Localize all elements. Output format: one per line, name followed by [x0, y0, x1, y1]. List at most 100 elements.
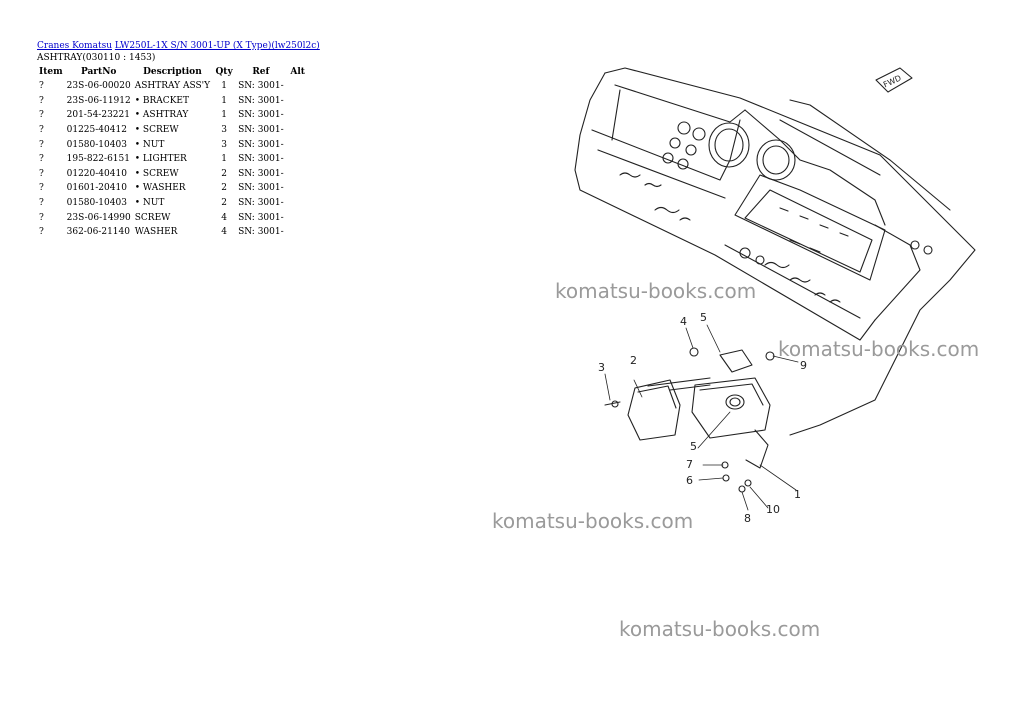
cell-item: ? — [39, 110, 44, 121]
table-row: ? 01225-40412 • SCREW 3 SN: 3001- — [37, 123, 310, 138]
cell-ref: SN: 3001- — [238, 139, 284, 150]
cell-item: ? — [39, 168, 44, 179]
table-row: ? 01220-40410 • SCREW 2 SN: 3001- — [37, 167, 310, 182]
cell-ref: SN: 3001- — [238, 110, 284, 121]
cell-ref: SN: 3001- — [238, 198, 284, 209]
cell-item: ? — [39, 139, 44, 150]
cell-description: • LIGHTER — [134, 154, 187, 165]
cell-qty: 2 — [221, 198, 227, 209]
table-header-row: Item PartNo Description Qty Ref Alt — [37, 65, 310, 79]
cell-item: ? — [39, 212, 44, 223]
watermark: komatsu-books.com — [492, 509, 694, 533]
cell-qty: 4 — [221, 227, 227, 238]
cell-partno: 362-06-21140 — [66, 227, 130, 238]
cell-description: ASHTRAY ASS'Y — [134, 81, 211, 92]
cell-alt — [286, 181, 310, 196]
column-header-ref: Ref — [252, 67, 270, 77]
cell-qty: 1 — [221, 95, 227, 106]
cell-qty: 3 — [221, 139, 227, 150]
cell-item: ? — [39, 198, 44, 209]
cell-item: ? — [39, 154, 44, 165]
ashtray-exploded-diagram: FWD 4 5 2 — [574, 67, 976, 525]
cell-description: • NUT — [134, 139, 165, 150]
cell-partno: 201-54-23221 — [66, 110, 130, 121]
breadcrumb: Cranes Komatsu LW250L-1X S/N 3001-UP (X … — [37, 40, 320, 52]
cell-alt — [286, 152, 310, 167]
dashboard-panel-drawing — [574, 67, 976, 436]
callout-3: 3 — [598, 361, 605, 374]
cell-qty: 1 — [221, 154, 227, 165]
callout-6: 6 — [686, 474, 693, 487]
column-header-alt: Alt — [290, 67, 305, 77]
cell-alt — [286, 196, 310, 211]
table-row: ? 23S-06-11912• BRACKET 1 SN: 3001- — [37, 94, 310, 109]
page-subtitle: ASHTRAY(030110 : 1453) — [37, 53, 156, 63]
cell-description: • ASHTRAY — [134, 110, 189, 121]
table-row: ? 01601-20410 • WASHER 2 SN: 3001- — [37, 181, 310, 196]
breadcrumb-link-cranes-komatsu[interactable]: Cranes Komatsu — [37, 41, 112, 51]
cell-description: • BRACKET — [134, 95, 189, 106]
cell-partno: 01580-10403 — [66, 198, 127, 209]
column-header-partno: PartNo — [80, 67, 117, 77]
cell-qty: 2 — [221, 168, 227, 179]
cell-item: ? — [39, 81, 44, 92]
callout-5-top: 5 — [700, 311, 707, 324]
cell-qty: 4 — [221, 212, 227, 223]
parts-table: Item PartNo Description Qty Ref Alt ?23S… — [37, 65, 310, 240]
breadcrumb-link-model[interactable]: LW250L-1X S/N 3001-UP (X Type)(lw250l2c) — [114, 41, 320, 51]
cell-qty: 2 — [221, 183, 227, 194]
callout-7: 7 — [686, 458, 693, 471]
callout-2: 2 — [630, 354, 637, 367]
cell-item: ? — [39, 95, 44, 106]
callout-8: 9 — [800, 359, 807, 372]
column-header-item: Item — [39, 67, 63, 77]
cell-item: ? — [39, 183, 44, 194]
table-row: ? 01580-10403 • NUT 3 SN: 3001- — [37, 137, 310, 152]
cell-description: • WASHER — [134, 183, 186, 194]
cell-partno: 01220-40410 — [66, 168, 127, 179]
cell-alt — [286, 225, 310, 240]
watermark: komatsu-books.com — [778, 337, 980, 361]
column-header-description: Description — [143, 67, 202, 77]
callout-9: 8 — [744, 512, 751, 525]
forward-direction-icon: FWD — [875, 67, 913, 93]
ashtray-assembly-drawing — [604, 347, 775, 493]
callout-1: 1 — [794, 488, 801, 501]
cell-description: • SCREW — [134, 168, 179, 179]
cell-alt — [286, 108, 310, 123]
cell-ref: SN: 3001- — [238, 95, 284, 106]
cell-partno: 23S-06-11912 — [66, 95, 131, 106]
cell-ref: SN: 3001- — [238, 154, 284, 165]
cell-alt — [286, 167, 310, 182]
cell-item: ? — [39, 227, 44, 238]
callout-4: 4 — [680, 315, 687, 328]
column-header-qty: Qty — [215, 67, 233, 77]
cell-description: SCREW — [134, 212, 171, 223]
cell-partno: 23S-06-14990 — [66, 212, 131, 223]
cell-partno: 01225-40412 — [66, 125, 127, 136]
cell-alt — [286, 94, 310, 109]
cell-description: • SCREW — [134, 125, 179, 136]
callout-5-bottom: 5 — [690, 440, 697, 453]
cell-item: ? — [39, 125, 44, 136]
cell-ref: SN: 3001- — [238, 183, 284, 194]
cell-ref: SN: 3001- — [238, 212, 284, 223]
cell-alt — [286, 210, 310, 225]
cell-partno: 01601-20410 — [66, 183, 127, 194]
cell-description: • NUT — [134, 198, 165, 209]
cell-qty: 3 — [221, 125, 227, 136]
cell-ref: SN: 3001- — [238, 168, 284, 179]
cell-ref: SN: 3001- — [238, 125, 284, 136]
cell-partno: 01580-10403 — [66, 139, 127, 150]
cell-description: WASHER — [134, 227, 178, 238]
cell-partno: 23S-06-00020 — [66, 81, 131, 92]
table-row: ? 01580-10403 • NUT 2 SN: 3001- — [37, 196, 310, 211]
callout-leaders — [604, 324, 799, 511]
watermark: komatsu-books.com — [619, 617, 821, 641]
cell-qty: 1 — [221, 81, 227, 92]
